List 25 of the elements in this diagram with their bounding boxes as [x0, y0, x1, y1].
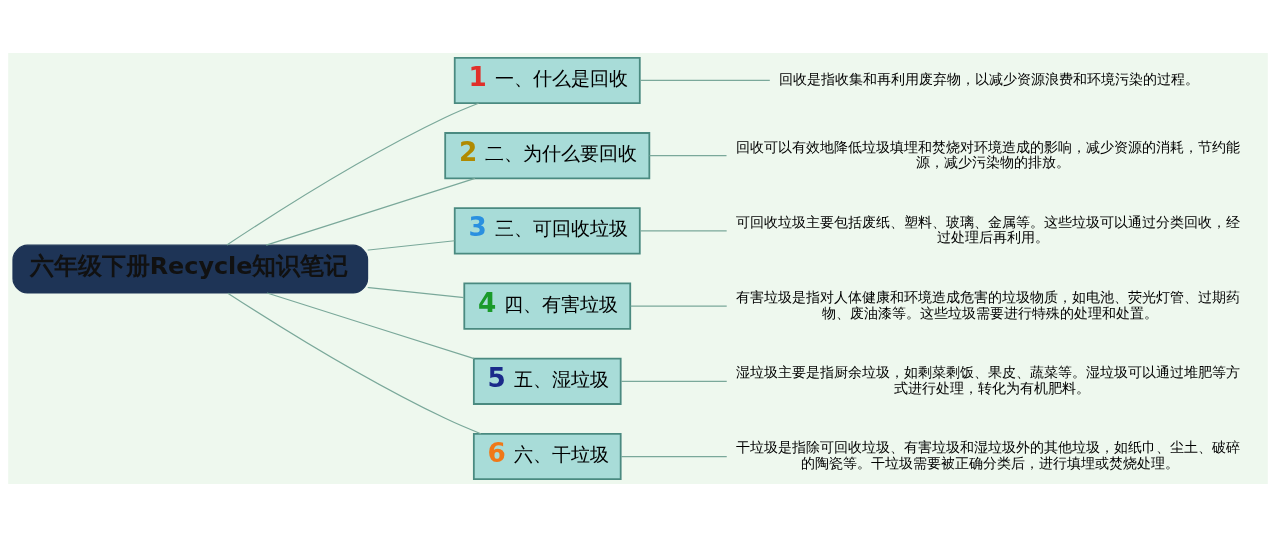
node-text: 回收可以有效地降低垃圾填埋和焚烧对环境造成的影响，减少资源的消耗，节约能源，减少污染物的排放。 [736, 138, 1241, 170]
connector [639, 79, 771, 81]
node-box: 六年级下册Recycle知识笔记 [12, 244, 369, 294]
connector [639, 229, 728, 231]
node-box: 3 三、可回收垃圾 [453, 206, 641, 254]
node-box: 6 六、干垃圾 [472, 432, 622, 480]
connector [630, 305, 728, 307]
node-box: 5 五、湿垃圾 [472, 357, 622, 405]
node-text: 有害垃圾是指对人体健康和环境造成危害的垃圾物质，如电池、荧光灯管、过期药物、废油漆等。这些垃圾需要进行特殊的处理和处置。 [736, 288, 1241, 321]
node-box: 4 四、有害垃圾 [463, 282, 632, 330]
connector [226, 102, 480, 246]
connector [266, 291, 475, 359]
node-box: 1 一、什么是回收 [453, 56, 641, 104]
node-text: 干垃圾是指除可回收垃圾、有害垃圾和湿垃圾外的其他垃圾，如纸巾、尘土、破碎的陶瓷等。干垃圾需要被正确分类后，进行填埋或焚烧处理。 [736, 438, 1241, 471]
connector [367, 239, 456, 251]
connector [367, 286, 465, 298]
connector [227, 292, 482, 434]
node-text: 回收是指收集和再利用废弃物，以减少资源浪费和环境污染的过程。 [779, 70, 1200, 87]
node-text: 湿垃圾主要是指厨余垃圾，如剩菜剩饭、果皮、蔬菜等。湿垃圾可以通过堆肥等方式进行处理，转化为有机肥料。 [736, 363, 1241, 396]
connector [620, 380, 728, 382]
node-text: 可回收垃圾主要包括废纸、塑料、玻璃、金属等。这些垃圾可以通过分类回收，经过处理后再利用。 [736, 213, 1241, 245]
node-box: 2 二、为什么要回收 [444, 131, 651, 179]
connector [648, 154, 728, 156]
connector [265, 177, 476, 246]
connector [620, 455, 728, 457]
